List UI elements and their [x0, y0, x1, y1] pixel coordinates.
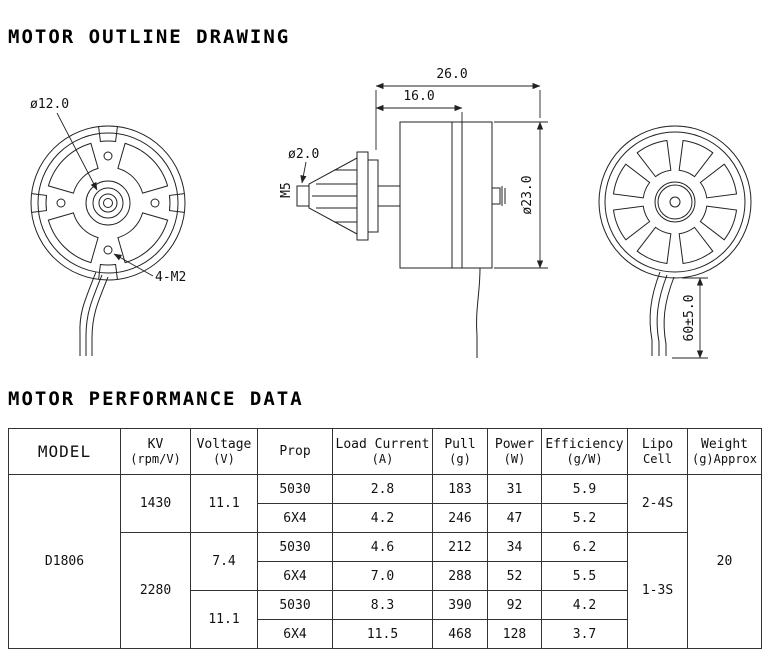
back-wires [649, 271, 675, 356]
side-wire [476, 267, 481, 358]
cell-pull: 468 [432, 619, 488, 649]
header-load-current: Load Current(A) [332, 428, 433, 475]
cell-load-current: 4.2 [332, 503, 433, 533]
cell-pull: 246 [432, 503, 488, 533]
front-shaft [377, 185, 401, 207]
cell-voltage: 11.1 [190, 474, 258, 533]
mount-hole [56, 198, 66, 208]
motor-body [399, 121, 493, 269]
mount-hole [103, 151, 113, 161]
cell-model: D1806 [8, 474, 121, 649]
cell-pull: 212 [432, 532, 488, 562]
table-row: D1806 1430 11.1 5030 2.8 183 31 5.9 2-4S… [8, 474, 762, 649]
thread-label: M5 [279, 182, 294, 198]
shaft-tip [296, 185, 310, 207]
header-voltage: Voltage(V) [190, 428, 258, 475]
cell-pull: 183 [432, 474, 488, 504]
front-view [30, 125, 186, 356]
performance-data-title: MOTOR PERFORMANCE DATA [8, 388, 304, 410]
cell-kv: 1430 [120, 474, 191, 533]
header-kv: KV(rpm/V) [120, 428, 191, 475]
cell-lipo: 2-4S [627, 474, 688, 533]
outline-drawing-title: MOTOR OUTLINE DRAWING [8, 26, 291, 48]
performance-table: MODEL KV(rpm/V) Voltage(V) Prop Load Cur… [8, 428, 762, 649]
cell-power: 34 [487, 532, 542, 562]
wire-length-label: 60±5.0 [682, 295, 697, 342]
side-view [296, 121, 506, 358]
header-pull: Pull(g) [432, 428, 488, 475]
cell-power: 92 [487, 590, 542, 620]
table-row: 6X4 7.0 288 52 5.5 [9, 561, 762, 591]
cell-pull: 288 [432, 561, 488, 591]
cell-power: 31 [487, 474, 542, 504]
cell-prop: 6X4 [257, 619, 333, 649]
cell-lipo: 1-3S [627, 532, 688, 649]
table-row: 2280 7.4 5030 4.6 212 34 6.2 1-3S [9, 532, 762, 649]
overall-length-label: 26.0 [436, 67, 467, 82]
cell-prop: 5030 [257, 474, 333, 504]
shaft-diameter-label: ø2.0 [288, 147, 319, 162]
front-mount-label: 4-M2 [155, 270, 186, 285]
cell-prop: 6X4 [257, 503, 333, 533]
cell-efficiency: 5.2 [541, 503, 628, 533]
header-power: Power(W) [487, 428, 542, 475]
cell-prop: 6X4 [257, 561, 333, 591]
cell-weight: 20 [687, 474, 762, 649]
mount-hole [150, 198, 160, 208]
cell-prop: 5030 [257, 532, 333, 562]
cell-load-current: 2.8 [332, 474, 433, 504]
cell-load-current: 11.5 [332, 619, 433, 649]
cell-kv: 2280 [120, 532, 191, 649]
cell-prop: 5030 [257, 590, 333, 620]
table-row: 6X4 11.5 468 128 3.7 [9, 619, 762, 649]
header-efficiency: Efficiency(g/W) [541, 428, 628, 475]
header-weight: Weight(g)Approx [687, 428, 762, 475]
rear-shaft-stub [491, 187, 501, 205]
cell-efficiency: 5.9 [541, 474, 628, 504]
motor-outline-drawing: ø12.0 4-M2 [30, 67, 752, 359]
adapter-flange [356, 151, 369, 241]
mount-hole [103, 245, 113, 255]
cell-voltage: 7.4 [190, 532, 258, 591]
back-view [598, 125, 752, 356]
cell-power: 47 [487, 503, 542, 533]
cell-load-current: 8.3 [332, 590, 433, 620]
cell-efficiency: 3.7 [541, 619, 628, 649]
cell-power: 128 [487, 619, 542, 649]
cell-pull: 390 [432, 590, 488, 620]
header-model: MODEL [8, 428, 121, 475]
header-row: MODEL KV(rpm/V) Voltage(V) Prop Load Cur… [8, 428, 762, 475]
front-view-dimensions [56, 112, 154, 277]
table-row: 6X4 4.2 246 47 5.2 [9, 503, 762, 533]
back-view-dimensions [672, 277, 708, 359]
body-length-label: 16.0 [403, 89, 434, 104]
cell-efficiency: 5.5 [541, 561, 628, 591]
cell-load-current: 4.6 [332, 532, 433, 562]
cell-voltage: 11.1 [190, 590, 258, 649]
cell-efficiency: 6.2 [541, 532, 628, 562]
side-view-dimensions [300, 82, 548, 269]
body-diameter-label: ø23.0 [520, 175, 535, 214]
front-diameter-label: ø12.0 [30, 97, 69, 112]
header-prop: Prop [257, 428, 333, 475]
cell-power: 52 [487, 561, 542, 591]
cell-load-current: 7.0 [332, 561, 433, 591]
cell-efficiency: 4.2 [541, 590, 628, 620]
front-wires [79, 271, 109, 356]
